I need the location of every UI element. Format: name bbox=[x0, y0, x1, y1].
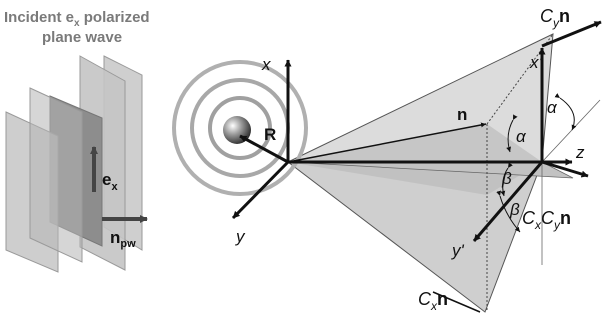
svg-text:Cyn: Cyn bbox=[540, 6, 570, 30]
caption-line1-suffix: polarized bbox=[80, 9, 150, 26]
svg-text:Cxn: Cxn bbox=[418, 289, 448, 313]
R-arrow bbox=[239, 134, 289, 164]
beta-label-lower: β bbox=[509, 200, 520, 219]
cx-label-n: n bbox=[437, 289, 448, 309]
ring-inner bbox=[208, 96, 272, 160]
caption-line2: plane wave bbox=[42, 29, 122, 46]
beta-arc-lower bbox=[496, 190, 521, 233]
plane-wave: ex npw bbox=[5, 55, 148, 273]
svg-text:CxCyn: CxCyn bbox=[522, 208, 571, 232]
n-label: n bbox=[457, 105, 467, 124]
cy-label-sub: y bbox=[552, 16, 560, 30]
svg-text:npw: npw bbox=[110, 228, 136, 250]
alpha-label-lower: α bbox=[516, 127, 527, 146]
cxcy-label-n: n bbox=[560, 208, 571, 228]
scattering-triangle bbox=[286, 33, 601, 313]
ex-sub: x bbox=[111, 181, 118, 193]
alpha-arc-upper bbox=[554, 93, 577, 131]
caption-line1-sub: x bbox=[74, 18, 80, 29]
cy-n-arrow bbox=[541, 20, 602, 48]
cx-label-c: C bbox=[418, 289, 432, 309]
svg-text:ex: ex bbox=[102, 170, 118, 193]
cxcy-label-s1: x bbox=[534, 218, 542, 232]
npw-label: n bbox=[110, 228, 120, 247]
ring-outer bbox=[172, 60, 308, 196]
wave-plane-front2 bbox=[29, 87, 83, 263]
axis-y-prime-label: y' bbox=[451, 241, 465, 260]
triangle-shade bbox=[288, 124, 542, 195]
cxcy-n-arrow bbox=[541, 160, 589, 178]
ref-line-diag bbox=[541, 99, 601, 163]
cxcy-label-c1: C bbox=[522, 208, 536, 228]
npw-sub: pw bbox=[120, 238, 136, 250]
alpha-label-upper: α bbox=[547, 98, 558, 117]
axis-z-label: z bbox=[575, 143, 585, 162]
ex-label: e bbox=[102, 170, 111, 189]
cxcy-label-s2: y bbox=[553, 218, 561, 232]
svg-text:Incident ex polarized: Incident ex polarized bbox=[4, 9, 150, 29]
R-label: R bbox=[264, 125, 276, 144]
axes: x y z R n bbox=[231, 55, 585, 246]
beta-label-upper: β bbox=[501, 169, 512, 188]
rotated-frame: x' y' Cyn CxCyn Cxn bbox=[418, 6, 602, 313]
axis-x-prime-label: x' bbox=[529, 53, 543, 72]
cy-label-n: n bbox=[559, 6, 570, 26]
scatterer bbox=[172, 60, 308, 196]
axis-y-arrow bbox=[231, 160, 290, 220]
n-arrow bbox=[287, 122, 487, 163]
alpha-arc-lower bbox=[506, 114, 518, 153]
cxcy-label-c2: C bbox=[541, 208, 555, 228]
cy-label-c: C bbox=[540, 6, 554, 26]
axis-x-label: x bbox=[261, 55, 271, 74]
axis-y-label: y bbox=[235, 227, 246, 246]
cx-label-sub: x bbox=[430, 299, 438, 313]
angle-arcs: α α β β bbox=[496, 93, 577, 233]
caption: Incident ex polarized plane wave bbox=[4, 9, 150, 46]
cx-n-arrow bbox=[432, 291, 481, 313]
caption-line1-prefix: Incident e bbox=[4, 9, 74, 26]
